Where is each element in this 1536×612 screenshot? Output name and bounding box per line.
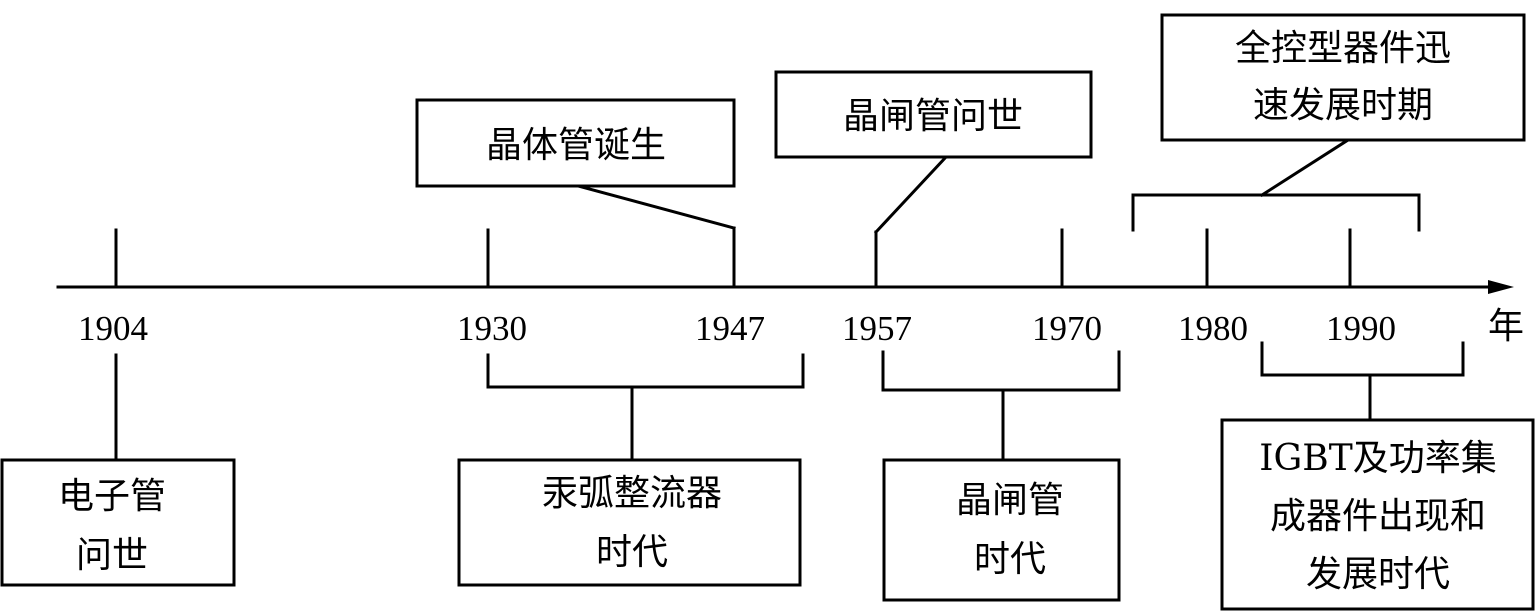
- event-box: [415, 98, 736, 188]
- period-bracket: [1131, 193, 1421, 232]
- event-text: 时代: [974, 539, 1046, 580]
- event-text: 成器件出现和: [1270, 496, 1486, 537]
- axis-unit-label: 年: [1488, 306, 1524, 347]
- year-label: 1957: [842, 309, 912, 348]
- event-text: 晶闸管问世: [843, 96, 1023, 137]
- event-box: [0, 458, 236, 587]
- event-thyristor-era: 晶闸管 时代: [881, 350, 1121, 602]
- event-text: 晶体管诞生: [486, 125, 666, 166]
- year-label: 1970: [1032, 309, 1102, 348]
- event-transistor-birth: 晶体管诞生: [415, 98, 736, 230]
- year-label: 1904: [78, 309, 148, 348]
- period-bracket: [881, 350, 1121, 392]
- event-box: [1160, 13, 1526, 142]
- event-text: 时代: [596, 532, 668, 573]
- event-text: 问世: [76, 535, 148, 576]
- connector-line: [873, 154, 949, 235]
- event-full-control-devices: 全控型器件迅 速发展时期: [1131, 13, 1526, 232]
- year-label: 1947: [695, 309, 765, 348]
- event-box: [457, 458, 802, 587]
- event-box: [882, 458, 1121, 602]
- period-bracket: [486, 353, 805, 389]
- year-label: 1980: [1178, 309, 1248, 348]
- connector-line: [576, 184, 736, 230]
- event-thyristor-appears: 晶闸管问世: [774, 70, 1093, 235]
- event-text: 晶闸管: [956, 480, 1064, 521]
- event-vacuum-tube: 电子管 问世: [0, 353, 236, 587]
- event-text: 发展时代: [1306, 554, 1450, 595]
- year-label: 1930: [457, 309, 527, 348]
- year-label: 1990: [1326, 309, 1396, 348]
- axis-arrow-icon: [1488, 280, 1514, 294]
- year-labels: 1904 1930 1947 1957 1970 1980 1990: [78, 309, 1396, 348]
- event-mercury-arc-era: 汞弧整流器 时代: [457, 353, 805, 587]
- connector-line: [1259, 137, 1351, 198]
- event-text: 汞弧整流器: [542, 473, 722, 514]
- event-text: 速发展时期: [1253, 85, 1433, 126]
- event-box: [774, 70, 1093, 159]
- period-bracket: [1260, 341, 1465, 377]
- event-text: IGBT及功率集: [1259, 438, 1496, 479]
- time-axis: 年: [56, 280, 1524, 347]
- axis-ticks: [114, 226, 1352, 289]
- event-box: [1220, 418, 1535, 611]
- event-text: 全控型器件迅: [1235, 28, 1451, 69]
- event-text: 电子管: [58, 476, 166, 517]
- event-igbt-era: IGBT及功率集 成器件出现和 发展时代: [1220, 341, 1535, 611]
